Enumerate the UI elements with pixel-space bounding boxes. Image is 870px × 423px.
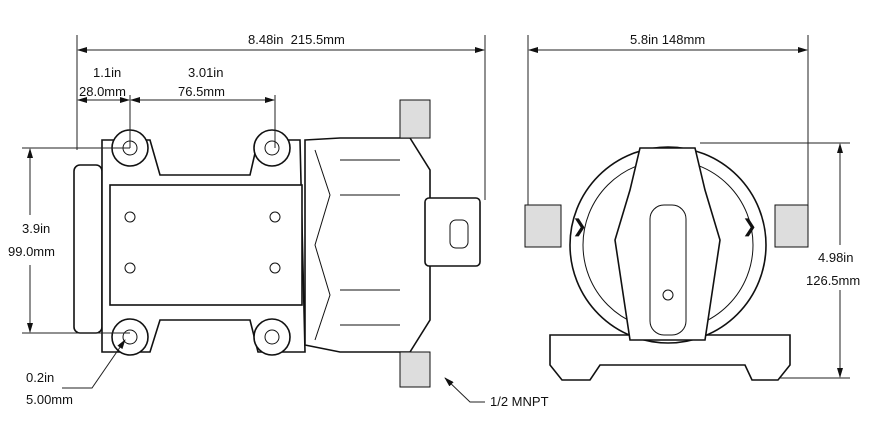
left-port-thread	[524, 204, 562, 248]
inlet-port-thread	[399, 99, 431, 139]
height-mm-label: 126.5mm	[806, 273, 860, 288]
right-port-thread	[774, 204, 809, 248]
flow-arrow-icon-right: ❯	[742, 216, 757, 237]
dimension-lines	[22, 35, 850, 403]
mount-offset-mm-label: 28.0mm	[79, 84, 126, 99]
mounting-feet	[111, 129, 291, 356]
mount-height-in-label: 3.9in	[22, 221, 50, 236]
pump-switch	[424, 197, 481, 267]
motor-body	[109, 184, 303, 306]
pump-head	[304, 137, 431, 353]
overall-length-label: 8.48in 215.5mm	[248, 32, 345, 47]
mount-height-mm-label: 99.0mm	[8, 244, 55, 259]
hole-dia-in-label: 0.2in	[26, 370, 54, 385]
mount-offset-in-label: 1.1in	[93, 65, 121, 80]
side-view	[73, 99, 481, 388]
height-in-label: 4.98in	[818, 250, 853, 265]
outlet-port-thread	[399, 351, 431, 388]
flow-arrow-icon-left: ❯	[572, 216, 587, 237]
front-view: ❯ ❯	[524, 146, 809, 381]
front-center-cover	[614, 147, 721, 341]
front-base	[549, 334, 791, 381]
mount-spacing-in-label: 3.01in	[188, 65, 223, 80]
mount-spacing-mm-label: 76.5mm	[178, 84, 225, 99]
port-callout-label: 1/2 MNPT	[490, 394, 549, 409]
hole-dia-mm-label: 5.00mm	[26, 392, 73, 407]
motor-end-cap	[73, 164, 103, 334]
screw-icons	[124, 211, 281, 274]
width-label: 5.8in 148mm	[630, 32, 705, 47]
